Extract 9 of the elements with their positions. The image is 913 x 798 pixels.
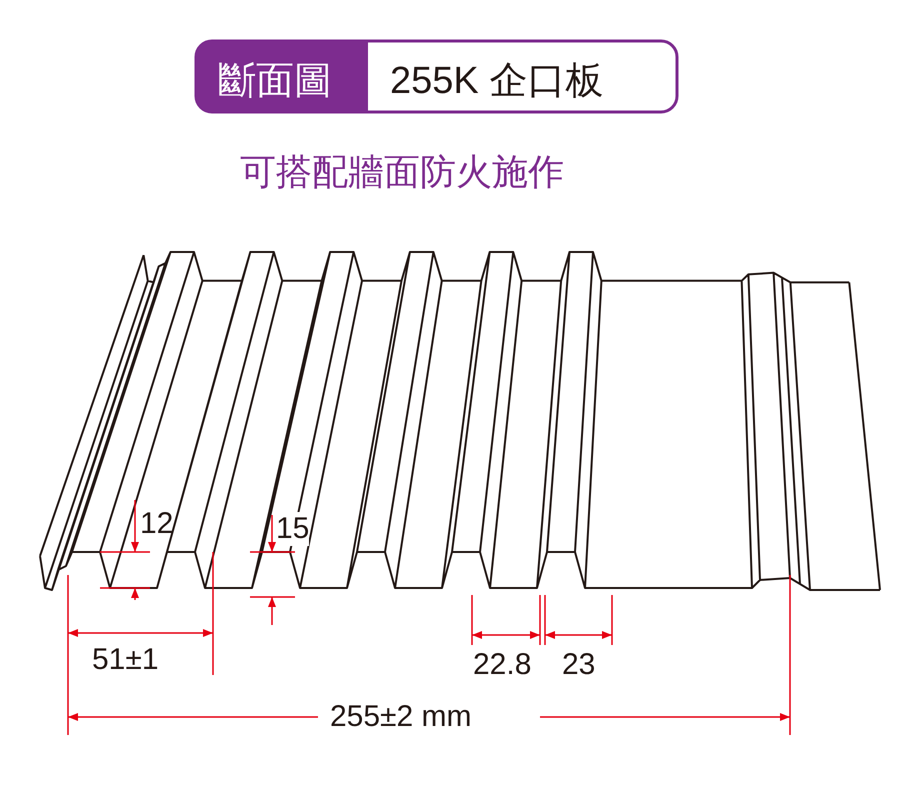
- dimension-label: 15: [276, 512, 310, 546]
- dimension-label: 23: [562, 648, 596, 682]
- subtitle: 可搭配牆面防火施作: [240, 150, 564, 194]
- product-name-label: 255K 企口板: [390, 59, 604, 104]
- dimension-label: 12: [140, 507, 174, 541]
- dimension-label: 22.8: [473, 648, 532, 682]
- dimension-label: 51±1: [92, 643, 159, 677]
- dimension-label: 255±2 mm: [330, 700, 472, 734]
- section-label: 斷面圖: [218, 59, 332, 104]
